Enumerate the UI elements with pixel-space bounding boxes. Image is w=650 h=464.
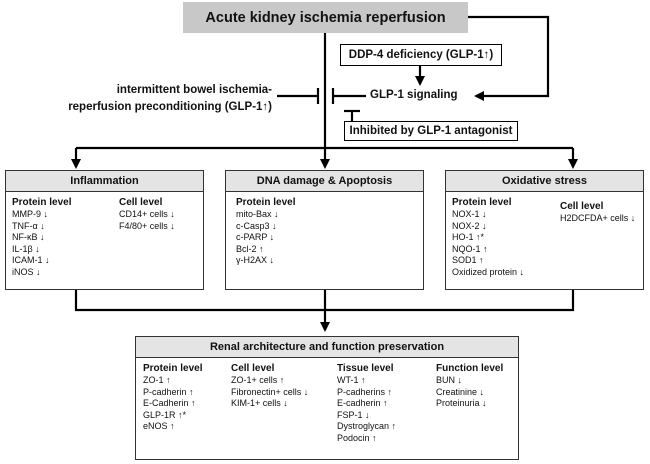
ddp4-deficiency-box: DDP-4 deficiency (GLP-1↑) bbox=[340, 44, 502, 66]
cell-level-column: Cell level H2DCFDA+ cells ↓ bbox=[560, 200, 635, 225]
tissue-level-column: Tissue level WT-1 ↑ P-cadherins ↑ E-cadh… bbox=[337, 362, 396, 444]
panel-title: Renal architecture and function preserva… bbox=[136, 337, 518, 358]
list-item: BUN ↓ bbox=[436, 375, 463, 385]
column-title: Protein level bbox=[143, 363, 203, 374]
list-item: TNF-α ↓ bbox=[12, 220, 45, 231]
list-item: SOD1 ↑ bbox=[452, 255, 484, 265]
list-item: MMP-9 ↓ bbox=[12, 209, 48, 219]
preconditioning-line-2: reperfusion preconditioning (GLP-1↑) bbox=[68, 101, 272, 113]
protein-level-column: Protein level MMP-9 ↓ TNF-α ↓ NF-κB ↓ IL… bbox=[12, 196, 71, 278]
list-item: Bcl-2 ↑ bbox=[236, 243, 264, 254]
list-item: γ-H2AX ↓ bbox=[236, 255, 275, 265]
list-item: CD14+ cells ↓ bbox=[119, 209, 175, 219]
list-item: c-PARP ↓ bbox=[236, 232, 275, 242]
list-item: KIM-1+ cells ↓ bbox=[231, 398, 288, 408]
column-title: Protein level bbox=[12, 197, 72, 208]
list-item: E-Cadherin ↑ bbox=[143, 398, 196, 408]
list-item: E-cadherin ↑ bbox=[337, 398, 388, 408]
list-item: NOX-2 ↓ bbox=[452, 220, 487, 231]
list-item: GLP-1R ↑* bbox=[143, 409, 187, 420]
list-item: H2DCFDA+ cells ↓ bbox=[560, 213, 636, 223]
list-item: NQO-1 ↑ bbox=[452, 243, 488, 254]
function-level-column: Function level BUN ↓ Creatinine ↓ Protei… bbox=[436, 362, 503, 410]
list-item: ZO-1 ↑ bbox=[143, 375, 171, 385]
panel-oxidative-stress: Oxidative stress Protein level NOX-1 ↓ N… bbox=[445, 170, 644, 290]
panel-title: Oxidative stress bbox=[446, 171, 643, 192]
panel-renal-architecture: Renal architecture and function preserva… bbox=[135, 336, 519, 460]
right-loop-line bbox=[468, 15, 550, 101]
list-item: iNOS ↓ bbox=[12, 266, 41, 277]
list-item: eNOS ↑ bbox=[143, 421, 175, 431]
list-item: mito-Bax ↓ bbox=[236, 209, 279, 219]
list-item: P-cadherin ↑ bbox=[143, 386, 194, 397]
list-item: ICAM-1 ↓ bbox=[12, 255, 50, 265]
list-item: Fibronectin+ cells ↓ bbox=[231, 386, 309, 397]
protein-level-column: Protein level NOX-1 ↓ NOX-2 ↓ HO-1 ↑* NQ… bbox=[452, 196, 524, 278]
list-item: c-Casp3 ↓ bbox=[236, 220, 277, 231]
panel-title: DNA damage & Apoptosis bbox=[226, 171, 423, 192]
list-item: Podocin ↑ bbox=[337, 432, 377, 443]
column-title: Function level bbox=[436, 363, 504, 374]
preconditioning-label: intermittent bowel ischemia- reperfusion… bbox=[0, 82, 272, 116]
list-item: Creatinine ↓ bbox=[436, 386, 485, 397]
column-title: Cell level bbox=[231, 363, 275, 374]
list-item: FSP-1 ↓ bbox=[337, 409, 370, 420]
list-item: Proteinuria ↓ bbox=[436, 398, 487, 408]
panel-title: Inflammation bbox=[6, 171, 203, 192]
list-item: P-cadherins ↑ bbox=[337, 386, 393, 397]
list-item: Dystroglycan ↑ bbox=[337, 421, 397, 431]
list-item: ZO-1+ cells ↑ bbox=[231, 375, 285, 385]
list-item: NOX-1 ↓ bbox=[452, 209, 487, 219]
column-title: Cell level bbox=[560, 201, 604, 212]
column-title: Tissue level bbox=[337, 363, 394, 374]
list-item: HO-1 ↑* bbox=[452, 232, 485, 242]
glp1-antagonist-box: Inhibited by GLP-1 antagonist bbox=[344, 121, 518, 141]
column-title: Protein level bbox=[236, 197, 296, 208]
protein-level-column: Protein level ZO-1 ↑ P-cadherin ↑ E-Cadh… bbox=[143, 362, 202, 433]
column-title: Protein level bbox=[452, 197, 512, 208]
list-item: IL-1β ↓ bbox=[12, 243, 40, 254]
panel-inflammation: Inflammation Protein level MMP-9 ↓ TNF-α… bbox=[5, 170, 204, 290]
list-item: Oxidized protein ↓ bbox=[452, 266, 525, 277]
top-box-acute-kidney-ischemia: Acute kidney ischemia reperfusion bbox=[183, 2, 468, 33]
cell-level-column: Cell level ZO-1+ cells ↑ Fibronectin+ ce… bbox=[231, 362, 308, 410]
list-item: NF-κB ↓ bbox=[12, 232, 45, 242]
protein-level-column: Protein level mito-Bax ↓ c-Casp3 ↓ c-PAR… bbox=[236, 196, 295, 267]
list-item: WT-1 ↑ bbox=[337, 375, 366, 385]
column-title: Cell level bbox=[119, 197, 163, 208]
list-item: F4/80+ cells ↓ bbox=[119, 220, 175, 231]
cell-level-column: Cell level CD14+ cells ↓ F4/80+ cells ↓ bbox=[119, 196, 175, 232]
panel-dna-damage-apoptosis: DNA damage & Apoptosis Protein level mit… bbox=[225, 170, 424, 290]
glp1-signaling-label: GLP-1 signaling bbox=[370, 89, 458, 101]
preconditioning-line-1: intermittent bowel ischemia- bbox=[116, 84, 272, 96]
